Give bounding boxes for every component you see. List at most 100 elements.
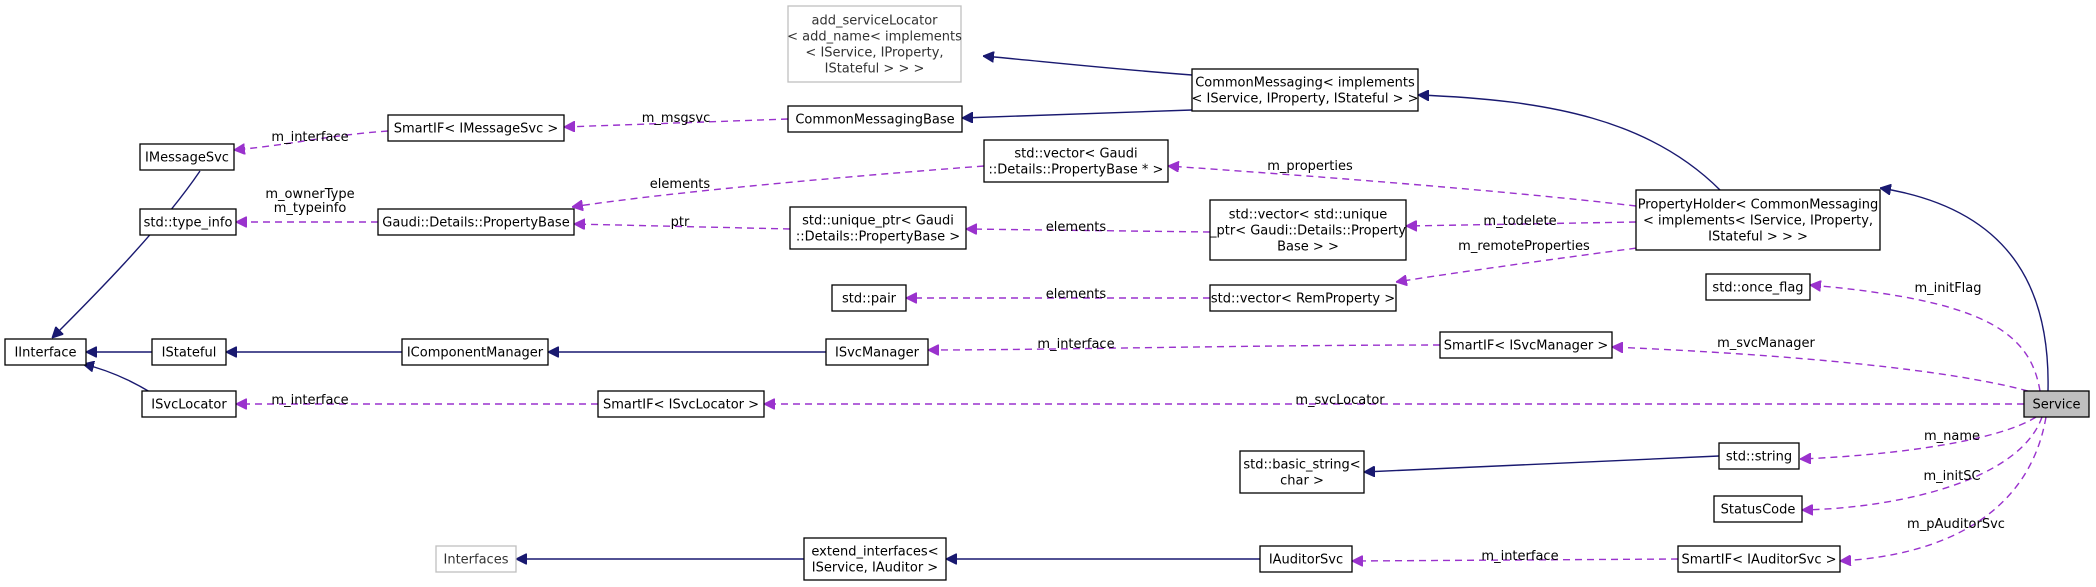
class-node-unique-ptr[interactable]: std::unique_ptr< Gaudi::Details::Propert… bbox=[789, 206, 967, 250]
class-node-box bbox=[831, 284, 907, 312]
edge-service-to-propertyholder bbox=[1880, 188, 2049, 392]
class-node-label: SmartIF< ISvcLocator > bbox=[603, 398, 759, 413]
class-node-box bbox=[139, 143, 235, 171]
edge-label-line: m_svcLocator bbox=[1295, 393, 1385, 408]
edge-label-line: m_name bbox=[1924, 429, 1980, 444]
class-node-smartif-iauditorsvc[interactable]: SmartIF< IAuditorSvc > bbox=[1677, 545, 1841, 573]
edge-isvclocator-to-iinterface bbox=[83, 364, 151, 393]
class-node-box bbox=[597, 390, 765, 418]
edge-string-to-basicstring bbox=[1364, 455, 1720, 472]
edge-label-line: m_interface bbox=[1037, 337, 1114, 352]
class-node-label-line: IStateful bbox=[162, 346, 217, 361]
class-node-label-line: < add_name< implements bbox=[787, 30, 962, 45]
class-node-box bbox=[789, 206, 967, 250]
edge-service-to-statuscode bbox=[1802, 416, 2043, 510]
edge-label-line: m_interface bbox=[271, 130, 348, 145]
class-node-smartif-isvcmanager[interactable]: SmartIF< ISvcManager > bbox=[1439, 331, 1613, 359]
class-node-basic-string[interactable]: std::basic_string<char > bbox=[1239, 450, 1365, 494]
class-node-label: IComponentManager bbox=[407, 346, 544, 361]
edge-label-m-name: m_name bbox=[1924, 429, 1980, 444]
class-node-label-line: add_serviceLocator bbox=[811, 14, 938, 29]
class-node-label-line: extend_interfaces< bbox=[811, 545, 938, 560]
class-node-vector-remproperty[interactable]: std::vector< RemProperty > bbox=[1209, 284, 1397, 312]
class-node-label-line: CommonMessaging< implements bbox=[1195, 76, 1415, 91]
class-node-icomponentmanager[interactable]: IComponentManager bbox=[401, 338, 549, 366]
class-node-isvcmanager[interactable]: ISvcManager bbox=[825, 338, 929, 366]
class-node-pair[interactable]: std::pair bbox=[831, 284, 907, 312]
class-node-label-line: std::vector< Gaudi bbox=[1014, 147, 1137, 162]
class-node-propertybase[interactable]: Gaudi::Details::PropertyBase bbox=[377, 208, 575, 236]
class-node-label-line: SmartIF< ISvcLocator > bbox=[603, 398, 759, 413]
edge-label-line: elements bbox=[650, 177, 711, 192]
edge-commonmessaging-to-commonmessagingbase bbox=[962, 109, 1193, 118]
class-node-istateful[interactable]: IStateful bbox=[151, 338, 227, 366]
class-node-service[interactable]: Service bbox=[2023, 390, 2090, 418]
class-node-box bbox=[1635, 189, 1881, 251]
class-node-imessagesvc[interactable]: IMessageSvc bbox=[139, 143, 235, 171]
edge-label-m-svclocator: m_svcLocator bbox=[1295, 393, 1385, 408]
edge-label-line: m_svcManager bbox=[1717, 336, 1815, 351]
edge-propertyholder-to-vectorremproperty bbox=[1396, 244, 1661, 282]
class-node-box bbox=[1259, 545, 1353, 573]
class-node-label-line: CommonMessagingBase bbox=[795, 113, 954, 128]
class-node-label-line: std::basic_string< bbox=[1243, 458, 1360, 473]
class-node-commonmessagingbase[interactable]: CommonMessagingBase bbox=[787, 105, 963, 133]
class-node-vector-unique[interactable]: std::vector< std::unique_ptr< Gaudi::Det… bbox=[1209, 199, 1407, 261]
class-node-vector-propertybase[interactable]: std::vector< Gaudi::Details::PropertyBas… bbox=[983, 139, 1169, 183]
edge-uniqueptr-to-propertybase bbox=[574, 224, 791, 229]
class-node-label: std::vector< Gaudi::Details::PropertyBas… bbox=[989, 147, 1164, 178]
class-node-smartif-imessagesvc[interactable]: SmartIF< IMessageSvc > bbox=[387, 114, 565, 142]
class-node-propertyholder[interactable]: PropertyHolder< CommonMessaging< impleme… bbox=[1635, 189, 1881, 251]
edge-label-m-interface-aud: m_interface bbox=[1481, 549, 1558, 564]
edge-label-line: m_ownerType bbox=[265, 187, 354, 202]
edge-label-line: ptr bbox=[671, 215, 690, 230]
class-node-label: std::once_flag bbox=[1712, 281, 1803, 296]
edge-smartif-imessagesvc-to-imessagesvc bbox=[234, 130, 389, 150]
class-node-box bbox=[1191, 68, 1419, 112]
class-node-label-line: std::vector< RemProperty > bbox=[1211, 292, 1395, 307]
class-node-label-line: IComponentManager bbox=[407, 346, 544, 361]
class-node-iinterface[interactable]: IInterface bbox=[4, 338, 87, 366]
class-node-type-info[interactable]: std::type_info bbox=[139, 208, 237, 236]
class-node-extend-interfaces[interactable]: extend_interfaces<IService, IAuditor > bbox=[803, 537, 947, 581]
class-node-label: StatusCode bbox=[1721, 503, 1796, 518]
class-node-smartif-isvclocator[interactable]: SmartIF< ISvcLocator > bbox=[597, 390, 765, 418]
class-node-label: std::vector< std::unique_ptr< Gaudi::Det… bbox=[1209, 208, 1406, 255]
class-node-label: ISvcManager bbox=[835, 346, 920, 361]
edge-label-line: m_msgsvc bbox=[642, 111, 710, 126]
class-node-label-line: IStateful > > > bbox=[1708, 230, 1808, 245]
class-node-box bbox=[1209, 199, 1407, 261]
edge-label-elements-pair: elements bbox=[1046, 287, 1107, 302]
edge-label-line: m_interface bbox=[1481, 549, 1558, 564]
class-nodes: IInterfaceIMessageSvcstd::type_infoIStat… bbox=[4, 5, 2090, 581]
class-node-statuscode[interactable]: StatusCode bbox=[1713, 495, 1803, 523]
edge-label-m-interface-svcloc: m_interface bbox=[271, 393, 348, 408]
class-node-box bbox=[1705, 273, 1811, 301]
class-node-box bbox=[1677, 545, 1841, 573]
class-node-string[interactable]: std::string bbox=[1718, 442, 1800, 470]
class-node-interfaces[interactable]: Interfaces bbox=[435, 545, 517, 573]
class-node-box bbox=[787, 5, 962, 83]
edge-vectorpropertybase-to-propertybase bbox=[572, 165, 985, 207]
edge-label-m-todelete: m_todelete bbox=[1483, 214, 1556, 229]
class-node-once-flag[interactable]: std::once_flag bbox=[1705, 273, 1811, 301]
class-node-label-line: std::vector< std::unique bbox=[1229, 208, 1388, 223]
class-node-label: CommonMessagingBase bbox=[795, 113, 954, 128]
class-node-label-line: Base > > bbox=[1277, 240, 1339, 255]
class-node-box bbox=[4, 338, 87, 366]
class-node-label-line: IStateful > > > bbox=[825, 62, 925, 77]
class-node-label-line: < IService, IProperty, bbox=[805, 46, 943, 61]
edge-label-m-initflag: m_initFlag bbox=[1914, 281, 1981, 296]
edge-imessagesvc-to-iinterface bbox=[52, 170, 201, 338]
class-node-label: std::type_info bbox=[144, 216, 233, 231]
class-node-add-servicelocator[interactable]: add_serviceLocator< add_name< implements… bbox=[787, 5, 962, 83]
class-node-box bbox=[983, 139, 1169, 183]
edge-smartif-iauditorsvc-to-iauditorsvc bbox=[1352, 559, 1679, 561]
class-node-commonmessaging[interactable]: CommonMessaging< implements< IService, I… bbox=[1191, 68, 1419, 112]
class-node-label: Service bbox=[2032, 398, 2080, 413]
class-node-isvclocator[interactable]: ISvcLocator bbox=[141, 390, 237, 418]
class-node-iauditorsvc[interactable]: IAuditorSvc bbox=[1259, 545, 1353, 573]
class-node-label: ISvcLocator bbox=[151, 398, 227, 413]
